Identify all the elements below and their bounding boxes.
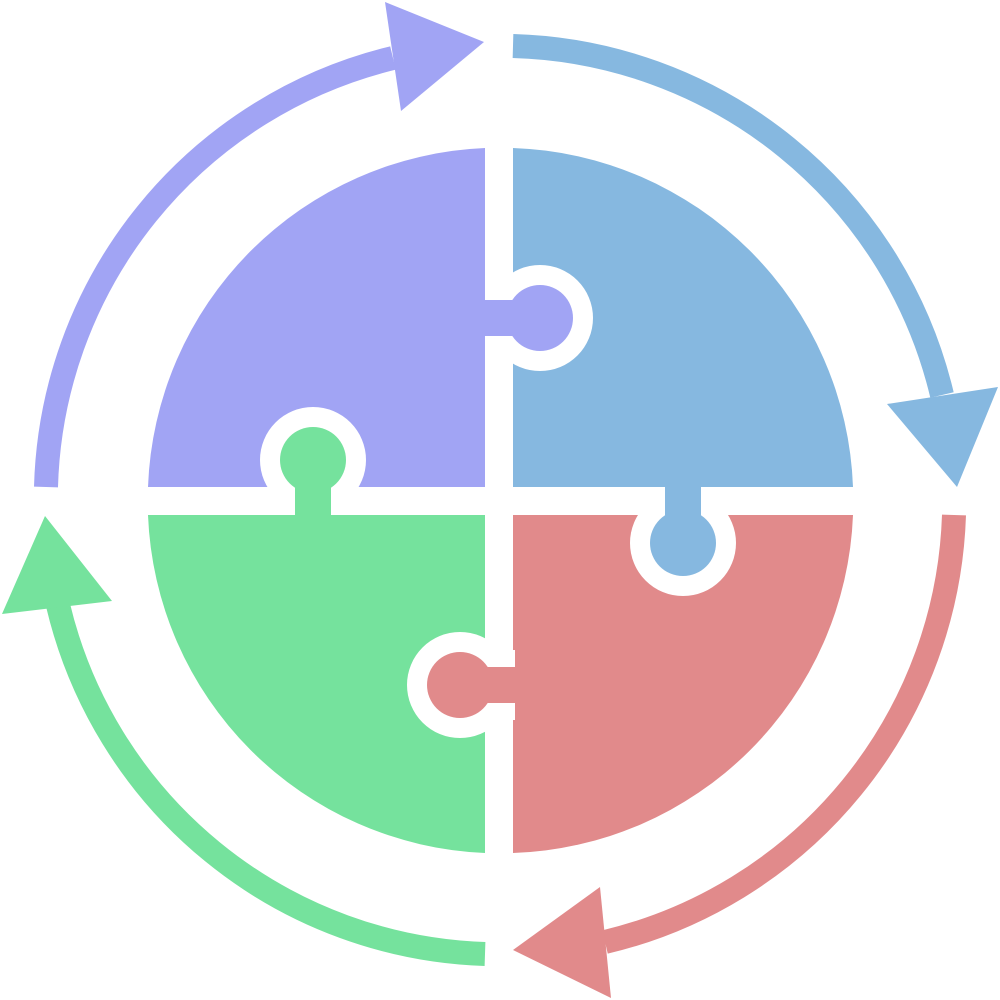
puzzle-piece-bottom-left (148, 515, 485, 853)
knob-bottom-left (280, 427, 346, 530)
puzzle-piece-top-left (148, 148, 485, 487)
arrow-arc-blue (512, 34, 954, 398)
arrow-arc-green (46, 602, 486, 966)
arrowhead-blue-icon (887, 387, 998, 487)
arrowhead-green-icon (2, 516, 112, 614)
puzzle-piece-top-right (513, 148, 853, 487)
arrow-arc-purple (34, 46, 396, 488)
knob-top-left (470, 285, 573, 351)
arrow-arc-red (602, 514, 966, 954)
knob-bottom-right (427, 652, 530, 718)
arrowhead-red-icon (513, 887, 611, 998)
arrowhead-purple-icon (385, 2, 484, 111)
knob-top-right (650, 470, 716, 576)
puzzle-piece-bottom-right (513, 515, 853, 853)
